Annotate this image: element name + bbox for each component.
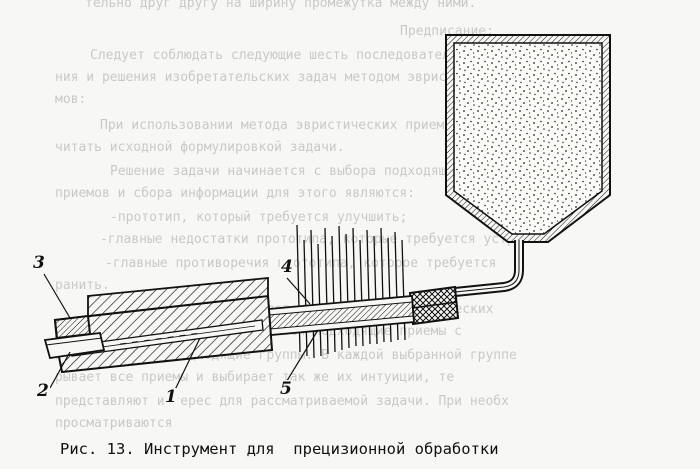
bg-line: -главные противоречия прототипа, которое…	[105, 256, 497, 271]
holder-block	[87, 277, 269, 318]
bg-line: ранить.	[55, 278, 110, 293]
bg-line: рывает все приемы и выбирает так же их и…	[55, 370, 455, 385]
nozzle-tip	[43, 332, 106, 360]
label-tube: 5	[279, 379, 293, 399]
label-nozzle: 2	[36, 381, 50, 401]
bg-line: -прототип, который требуется улучшить;	[110, 210, 408, 225]
label-brush: 4	[280, 257, 294, 277]
bg-line: -главные недостатки прототипа, которые т…	[100, 232, 539, 247]
leader-lines	[43, 273, 319, 397]
bg-line: приемов и сбора информации для этого явл…	[55, 186, 416, 201]
feed-tube	[454, 240, 524, 297]
label-tool-body: 1	[164, 387, 178, 407]
bg-line: просматриваются	[55, 416, 173, 431]
bg-line: При использовании метода эвристических п…	[100, 118, 507, 133]
coupling-nut	[408, 285, 460, 326]
figure-caption: Рис. 13. Инструмент для прецизионной обр…	[57, 440, 502, 458]
abrasive-reservoir	[445, 34, 611, 243]
bg-line: читать исходной формулировкой задачи.	[55, 140, 345, 155]
label-insert: 3	[32, 253, 46, 273]
brush-bristles	[296, 224, 406, 359]
bg-line: тельно друг другу на ширину промежутка м…	[85, 0, 477, 11]
bg-line: мов:	[55, 92, 87, 107]
